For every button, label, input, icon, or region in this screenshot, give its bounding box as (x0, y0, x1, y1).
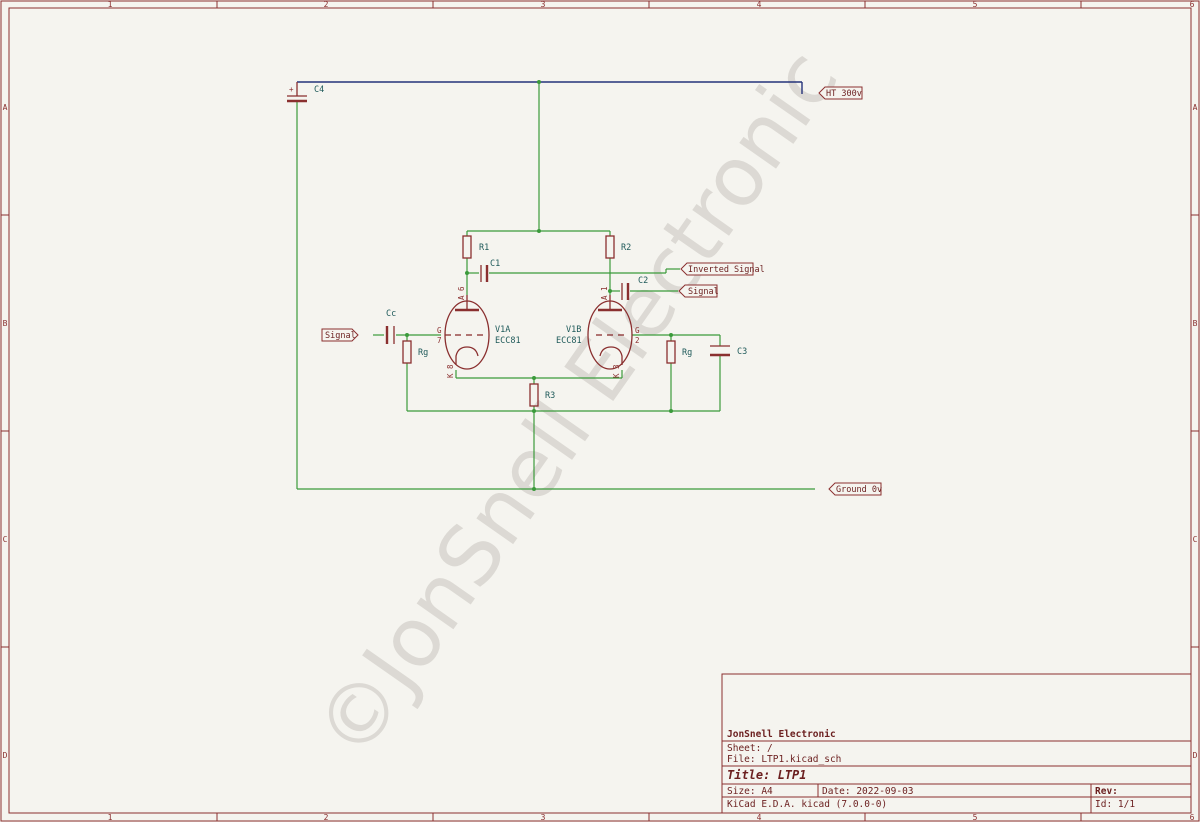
tb-date: Date: 2022-09-03 (822, 786, 914, 797)
label-ground[interactable]: Ground 0v (828, 482, 882, 496)
frame-row-b-left: B (3, 319, 8, 328)
title-block: JonSnell Electronic Sheet: / File: LTP1.… (721, 673, 1192, 814)
resistor-rg-left[interactable]: Rg (402, 340, 428, 364)
frame-col-1-bottom: 1 (108, 813, 113, 822)
tb-sheet: Sheet: / (727, 743, 773, 754)
svg-text:+: + (289, 85, 294, 94)
frame-col-2-bottom: 2 (324, 813, 329, 822)
frame-row-d-right: D (1193, 751, 1198, 760)
capacitor-c2[interactable]: C2 (621, 276, 648, 300)
cc-ref: Cc (386, 309, 396, 319)
frame-row-c-left: C (3, 535, 8, 544)
junctions (405, 80, 673, 491)
wires (296, 81, 815, 490)
v1b-grid-num: 2 (635, 336, 640, 345)
c4-ref: C4 (314, 85, 324, 95)
v1a-ref: V1A (495, 325, 510, 335)
triode-v1b[interactable]: A 1 G 2 K 3 V1B ECC81 (556, 286, 640, 378)
frame-row-a-right: A (1193, 103, 1198, 112)
frame-col-2-top: 2 (324, 0, 329, 9)
frame-col-3-top: 3 (541, 0, 546, 9)
capacitor-c1[interactable]: C1 (480, 259, 500, 282)
v1b-value: ECC81 (556, 336, 582, 346)
frame-row-b-right: B (1193, 319, 1198, 328)
resistor-rg-right[interactable]: Rg (666, 340, 692, 364)
resistor-r2[interactable]: R2 (605, 235, 631, 259)
rg-left-ref: Rg (418, 348, 428, 358)
rg-right-ref: Rg (682, 348, 692, 358)
label-ht-text: HT 300v (826, 89, 862, 99)
c2-ref: C2 (638, 276, 648, 286)
tb-tool: KiCad E.D.A. kicad (7.0.0-0) (727, 799, 887, 810)
label-ground-text: Ground 0v (836, 485, 882, 495)
v1a-grid-pin: G (437, 326, 442, 335)
triode-v1a[interactable]: A 6 G 7 K 8 V1A ECC81 (437, 286, 521, 378)
label-signal-in-text: Signal (325, 331, 356, 341)
label-signal-in[interactable]: Signal (321, 328, 359, 342)
frame-col-5-bottom: 5 (973, 813, 978, 822)
label-signal-out[interactable]: Signal (678, 284, 719, 298)
frame-col-6-top: 6 (1190, 0, 1195, 9)
v1a-cathode-pin: K 8 (446, 364, 455, 378)
tb-company: JonSnell Electronic (727, 729, 836, 740)
tb-file: File: LTP1.kicad_sch (727, 754, 841, 765)
v1a-anode-pin: A 6 (457, 286, 466, 300)
tb-rev: Rev: (1095, 786, 1118, 797)
capacitor-cc[interactable]: Cc (385, 309, 396, 344)
label-inverted-signal[interactable]: Inverted Signal (680, 262, 765, 276)
frame-col-1-top: 1 (108, 0, 113, 9)
watermark: ©JonSnell Electronic (298, 34, 857, 775)
v1a-grid-num: 7 (437, 336, 442, 345)
label-ht[interactable]: HT 300v (818, 86, 863, 100)
frame-col-4-top: 4 (757, 0, 762, 9)
r1-ref: R1 (479, 243, 489, 253)
frame-col-6-bottom: 6 (1190, 813, 1195, 822)
label-inverted-signal-text: Inverted Signal (688, 265, 765, 275)
v1a-value: ECC81 (495, 336, 521, 346)
v1b-anode-pin: A 1 (600, 286, 609, 300)
frame-row-a-left: A (3, 103, 8, 112)
frame-col-4-bottom: 4 (757, 813, 762, 822)
label-signal-out-text: Signal (688, 287, 719, 297)
capacitor-c3[interactable]: C3 (710, 345, 747, 357)
tb-title: Title: LTP1 (727, 768, 806, 782)
tb-id: Id: 1/1 (1095, 799, 1135, 810)
r3-ref: R3 (545, 391, 555, 401)
c3-ref: C3 (737, 347, 747, 357)
v1b-ref: V1B (566, 325, 581, 335)
v1b-grid-pin: G (635, 326, 640, 335)
r2-ref: R2 (621, 243, 631, 253)
c1-ref: C1 (490, 259, 500, 269)
resistor-r1[interactable]: R1 (462, 235, 489, 259)
resistor-r3[interactable]: R3 (529, 383, 555, 407)
frame-col-5-top: 5 (973, 0, 978, 9)
tb-size: Size: A4 (727, 786, 773, 797)
frame-col-3-bottom: 3 (541, 813, 546, 822)
v1b-cathode-pin: K 3 (612, 364, 621, 378)
capacitor-c4[interactable]: + C4 (287, 82, 324, 103)
frame-row-c-right: C (1193, 535, 1198, 544)
frame-row-d-left: D (3, 751, 8, 760)
